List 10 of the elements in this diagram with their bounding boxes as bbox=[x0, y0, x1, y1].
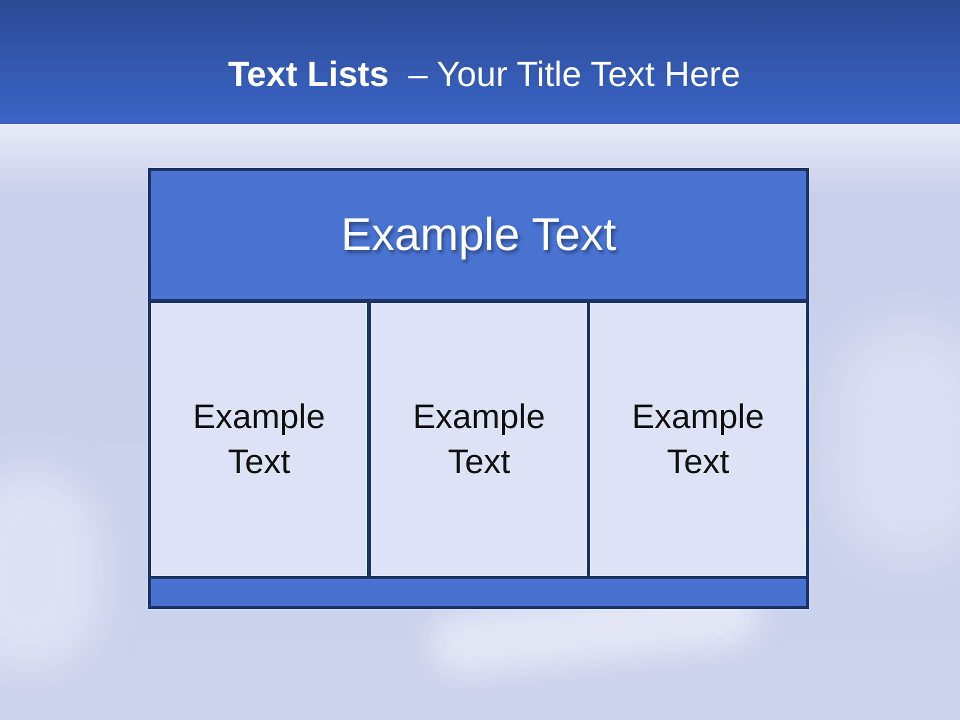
panel-text: Example Text bbox=[192, 396, 326, 482]
header-text: Example Text bbox=[340, 207, 616, 262]
panel-text: Example Text bbox=[630, 396, 766, 482]
content-panel bbox=[148, 300, 370, 579]
header-panel bbox=[148, 168, 809, 302]
content-panel bbox=[587, 300, 809, 579]
panel-text: Example Text bbox=[412, 396, 546, 482]
content-panel bbox=[368, 300, 590, 579]
footer-bar bbox=[148, 576, 809, 609]
slide-title: Text Lists – Your Title Text Here bbox=[228, 54, 740, 96]
